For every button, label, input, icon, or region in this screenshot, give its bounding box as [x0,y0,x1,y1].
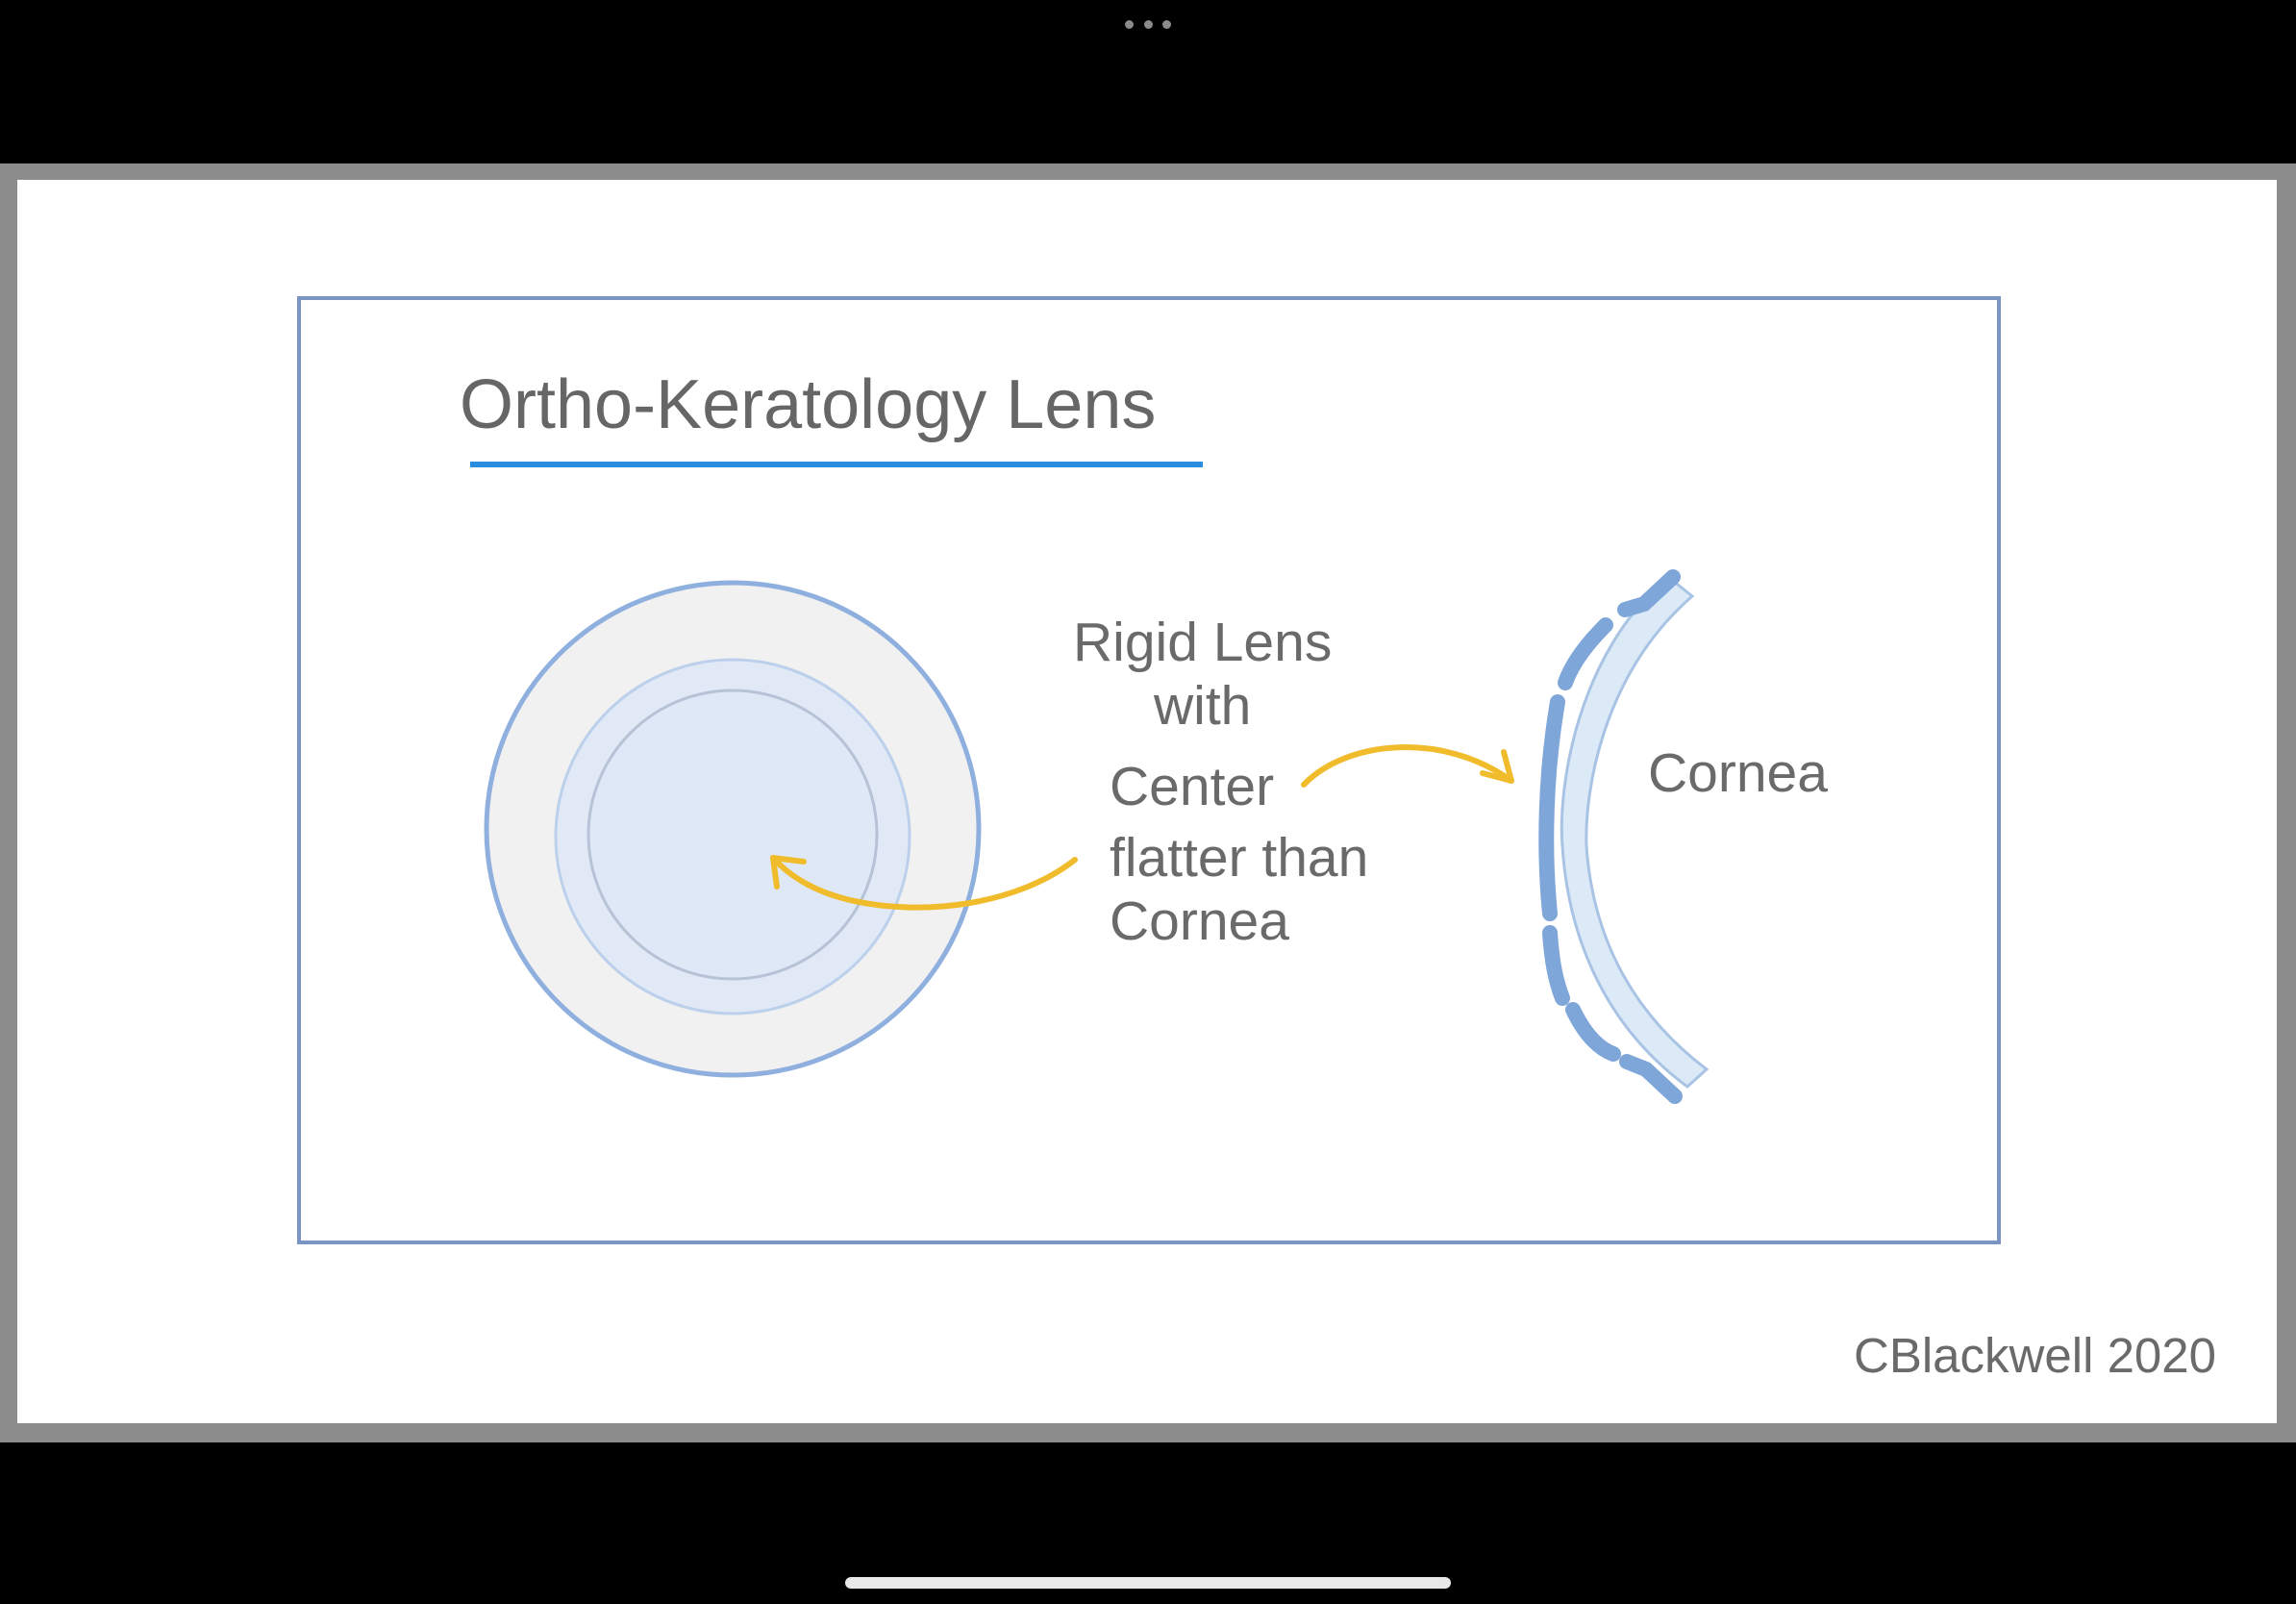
home-indicator[interactable] [845,1577,1451,1589]
rigid-lens-label-with: with [1154,675,1252,737]
slide [17,180,2277,1423]
dot [1162,19,1171,29]
rigid-lens-illustration [484,580,982,1078]
title-underline [470,462,1203,467]
top-bar [0,0,2296,163]
cornea-label: Cornea [1648,742,1828,804]
cornea-body [1560,575,1710,1089]
lens-center-zone [586,689,879,981]
center-label-cornea: Cornea [1110,890,1289,952]
arrow-to-lens-center [770,855,1078,911]
diagram-frame [297,296,2001,1244]
arrow-to-cornea [1301,744,1514,788]
dot [1125,19,1134,29]
center-label: Center [1110,756,1275,817]
center-label-flatter: flatter than [1110,827,1369,889]
lens-on-cornea [1538,569,1683,1104]
rigid-lens-label: Rigid Lens [1073,612,1333,673]
slide-credit: CBlackwell 2020 [1854,1328,2217,1383]
cornea-illustration [1538,569,1710,1104]
dot [1143,19,1153,29]
slide-title: Ortho-Keratology Lens [460,366,1157,443]
more-options-icon[interactable] [1125,12,1171,37]
